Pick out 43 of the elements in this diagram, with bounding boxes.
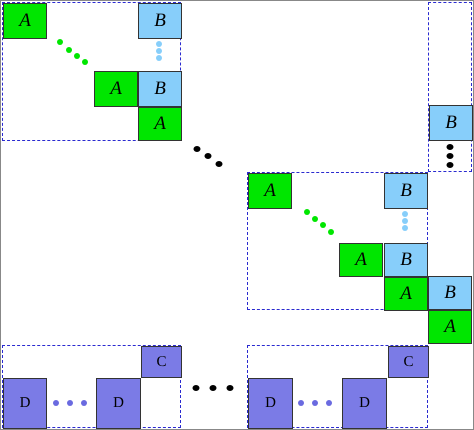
dashed-group-box [247,172,428,310]
matrix-block [342,378,387,429]
matrix-block [3,3,47,39]
matrix-block [339,243,383,277]
block-letter: D [359,395,370,412]
block-letter: A [264,180,276,202]
matrix-block [96,378,141,429]
block-letter: B [400,180,412,202]
matrix-block [141,346,182,378]
matrix-block [248,378,293,429]
dashed-group-box [428,2,472,172]
block-letter: D [113,395,124,412]
block-letter: A [400,283,412,305]
matrix-block [3,378,47,429]
block-letter: B [154,78,166,100]
matrix-block [138,107,182,141]
block-letter: B [445,112,457,134]
block-letter: A [355,249,367,271]
matrix-block [384,173,428,209]
matrix-block [428,276,472,310]
block-letter: A [444,316,456,338]
matrix-block [429,105,473,141]
matrix-block [94,71,138,107]
dashed-group-box [247,345,428,428]
matrix-block [138,3,182,39]
dashed-group-box [2,2,181,141]
matrix-block [138,71,182,107]
block-letter: A [154,113,166,135]
block-letter: D [265,395,276,412]
block-letter: A [110,78,122,100]
block-letter: A [19,10,31,32]
matrix-block [384,277,428,311]
block-letter: B [154,10,166,32]
matrix-block [384,243,428,277]
dashed-group-box [2,345,181,428]
matrix-block [428,310,472,344]
matrix-block [248,173,292,209]
block-letter: B [444,282,456,304]
block-letter: D [20,395,30,412]
block-letter: C [156,354,166,370]
block-letter: C [403,354,414,370]
matrix-block [388,346,429,378]
block-letter: B [400,249,412,271]
